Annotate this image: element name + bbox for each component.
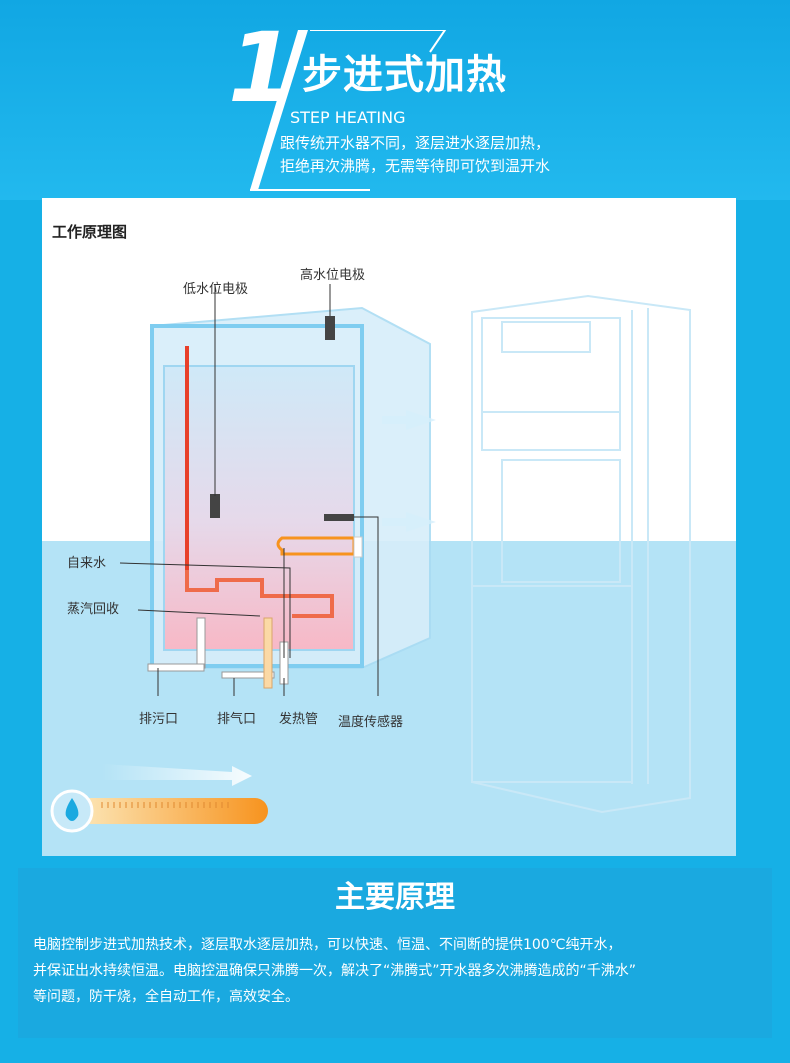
label-heating-tube: 发热管 (279, 712, 319, 727)
slash-decoration (250, 30, 447, 191)
principle-title: 主要原理 (335, 880, 455, 915)
working-principle-diagram (42, 284, 736, 856)
principle-line-2: 并保证出水持续恒温。电脑控温确保只沸腾一次，解决了“沸腾式”开水器多次沸腾造成的… (33, 963, 637, 979)
english-subtitle: STEP HEATING (290, 108, 406, 127)
label-tap-water: 自来水 (67, 556, 107, 571)
step-number: 1 (228, 12, 295, 124)
header-description: 跟传统开水器不同，逐层进水逐层加热， 拒绝再次沸腾，无需等待即可饮到温开水 (280, 132, 550, 178)
thermometer-ticks (101, 802, 229, 808)
label-steam-recovery: 蒸汽回收 (67, 602, 120, 617)
principle-box (18, 868, 772, 1038)
diagram-title: 工作原理图 (52, 223, 128, 241)
label-temp-sensor: 温度传感器 (338, 715, 404, 730)
principle-text: 电脑控制步进式加热技术，逐层取水逐层加热，可以快速、恒温、不间断的提供100℃纯… (33, 932, 768, 1010)
label-high-level-electrode: 高水位电极 (300, 268, 366, 283)
label-vent-outlet: 排气口 (217, 712, 257, 727)
desc-line-1: 跟传统开水器不同，逐层进水逐层加热， (280, 134, 551, 152)
desc-line-2: 拒绝再次沸腾，无需等待即可饮到温开水 (280, 157, 551, 175)
water-dispenser-outline (471, 294, 691, 814)
principle-line-1: 电脑控制步进式加热技术，逐层取水逐层加热，可以快速、恒温、不间断的提供100℃纯… (33, 937, 622, 953)
principle-line-3: 等问题，防干烧，全自动工作，高效安全。 (33, 989, 299, 1005)
page-title: 步进式加热 (302, 52, 507, 98)
label-drain-outlet: 排污口 (139, 712, 179, 727)
label-low-level-electrode: 低水位电极 (183, 282, 249, 297)
hero-banner (0, 0, 790, 200)
